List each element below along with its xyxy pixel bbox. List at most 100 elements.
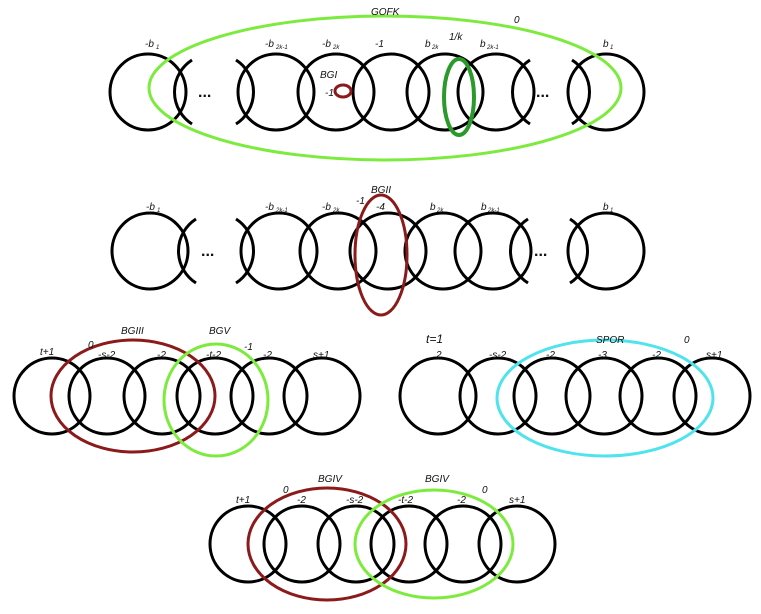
row2-link-3 <box>298 211 378 291</box>
row4-label-neg2b: -2 <box>457 495 466 506</box>
row1-gofk: ... ... GOFK 0 -b 1 -b 2k-1 -b 2k -1 b 2… <box>108 7 646 162</box>
row1-label-neg1: -1 <box>375 39 384 50</box>
row3-right-label-teq: t=1 <box>426 332 443 346</box>
row1-one-over-k-ellipse <box>442 57 476 137</box>
row4-label-neg2: -2 <box>297 495 306 506</box>
row1-link-5 <box>405 52 485 132</box>
row3-left-label-t1: t+1 <box>40 347 54 358</box>
row1-label-bb2k-sub: 2k <box>431 45 439 51</box>
row3-right-link-6 <box>672 356 752 436</box>
row2-label-b1-right-sub: 1 <box>610 208 613 214</box>
row1-label-b1-right: b <box>603 39 609 50</box>
row4-bgiv: BGIV BGIV t+1 0 -2 -s-2 -t-2 -2 0 s+1 <box>208 474 557 602</box>
row3-right-link-2 <box>458 356 538 436</box>
row1-arc-left-a <box>173 58 193 126</box>
row3-left-label-s2: -s-2 <box>98 350 116 361</box>
row1-label-gofk: GOFK <box>371 7 401 18</box>
row2-label-bgii: BGII <box>371 185 391 196</box>
row3-right-spor: t=1 SPOR 0 2 -s-2 -2 -3 -2 s+1 <box>398 332 752 458</box>
row3-left-link-chain <box>12 356 362 436</box>
row3-left-link-2 <box>67 356 147 436</box>
row2-ellipsis-right: ... <box>534 243 547 260</box>
row2-label-bb2k1: b <box>481 202 487 213</box>
row4-label-s1: s+1 <box>509 495 525 506</box>
row2-label-bb2k-sub: 2k <box>436 208 444 214</box>
row4-label-bgiv-right: BGIV <box>425 474 450 485</box>
row2-label-neg1: -1 <box>356 196 365 207</box>
row3-right-label-neg2b: -2 <box>652 350 661 361</box>
row3-spor-ellipse <box>495 338 715 458</box>
row1-link-chain <box>108 52 646 132</box>
row1-link-6 <box>456 52 536 132</box>
row4-link-1 <box>208 504 288 584</box>
row2-arc-left-a <box>177 217 197 285</box>
row3-left-link-3 <box>122 356 202 436</box>
row1-label-b2k: -b <box>322 39 331 50</box>
row2-label-neg4: -4 <box>376 202 385 213</box>
row1-label-one-over-k: 1/k <box>449 32 463 43</box>
row2-label-b2k: -b <box>322 202 331 213</box>
row4-link-6 <box>477 504 557 584</box>
row4-label-bgiv-left: BGIV <box>318 474 343 485</box>
row3-right-label-neg3: -3 <box>598 350 607 361</box>
row3-left-label-s1: s+1 <box>313 350 329 361</box>
row1-label-bb2k: b <box>425 39 431 50</box>
row3-left-label-bgiii: BGIII <box>121 326 144 337</box>
row1-link-1 <box>108 52 188 132</box>
row3-left-link-5 <box>229 356 309 436</box>
row3-bgiii-ellipse <box>49 338 217 454</box>
row2-link-1 <box>110 211 190 291</box>
row3-left-link-6 <box>282 356 362 436</box>
row1-label-b1-left: -b <box>145 39 154 50</box>
row3-left-label-neg2: -2 <box>157 350 166 361</box>
row4-link-5 <box>423 504 503 584</box>
row2-link-7 <box>566 211 646 291</box>
row2-link-chain <box>110 211 646 291</box>
row2-label-b2k1: -b <box>265 202 274 213</box>
row3-left-label-neg2b: -2 <box>263 350 272 361</box>
row2-link-2 <box>239 211 319 291</box>
row4-link-3 <box>316 504 396 584</box>
row1-gofk-ellipse <box>147 14 623 162</box>
row3-left-link-1 <box>12 356 92 436</box>
row2-label-b1-left-sub: 1 <box>157 208 160 214</box>
row4-bgiv-right-ellipse <box>353 488 515 600</box>
row2-arc-right-b <box>569 217 589 285</box>
row1-label-zero: 0 <box>514 15 520 26</box>
row3-right-link-4 <box>564 356 644 436</box>
row1-bgi-loop <box>333 83 353 99</box>
row2-label-bb2k: b <box>430 202 436 213</box>
row3-right-link-1 <box>398 356 478 436</box>
row1-label-b2k1: -b <box>265 39 274 50</box>
row3-left-label-t2: -t-2 <box>206 350 221 361</box>
row1-arc-right-b <box>571 58 591 126</box>
row2-link-4 <box>348 211 428 291</box>
row3-left-link-4 <box>175 356 255 436</box>
row2-label-b1-right: b <box>603 202 609 213</box>
row2-label-b1-left: -b <box>146 202 155 213</box>
row1-link-7 <box>566 52 646 132</box>
row1-link-4 <box>351 52 431 132</box>
row2-arc-left-b <box>235 217 255 285</box>
row3-right-label-neg2: -2 <box>546 350 555 361</box>
row3-right-label-s1: s+1 <box>706 350 722 361</box>
row3-bgv-ellipse <box>162 342 270 458</box>
row1-label-b1-right-sub: 1 <box>610 45 613 51</box>
row2-arc-right-a <box>509 217 529 285</box>
row1-link-2 <box>236 52 316 132</box>
row2-bgii-ellipse <box>353 193 409 317</box>
row2-link-6 <box>453 211 533 291</box>
row4-bgiv-left-ellipse <box>246 486 408 602</box>
row3-left-label-bgv: BGV <box>209 326 231 337</box>
row1-label-b2k-sub: 2k <box>332 45 340 51</box>
row4-label-zero-left: 0 <box>283 485 289 496</box>
row1-label-bgi: BGI <box>320 70 337 81</box>
row1-label-bb2k1-sub: 2k-1 <box>486 45 499 51</box>
row4-link-chain <box>208 504 557 584</box>
row3-right-link-3 <box>512 356 592 436</box>
row2-label-b2k-sub: 2k <box>332 208 340 214</box>
row4-label-t1: t+1 <box>236 495 250 506</box>
row2-link-5 <box>403 211 483 291</box>
row3-right-label-zero: 0 <box>684 335 690 346</box>
